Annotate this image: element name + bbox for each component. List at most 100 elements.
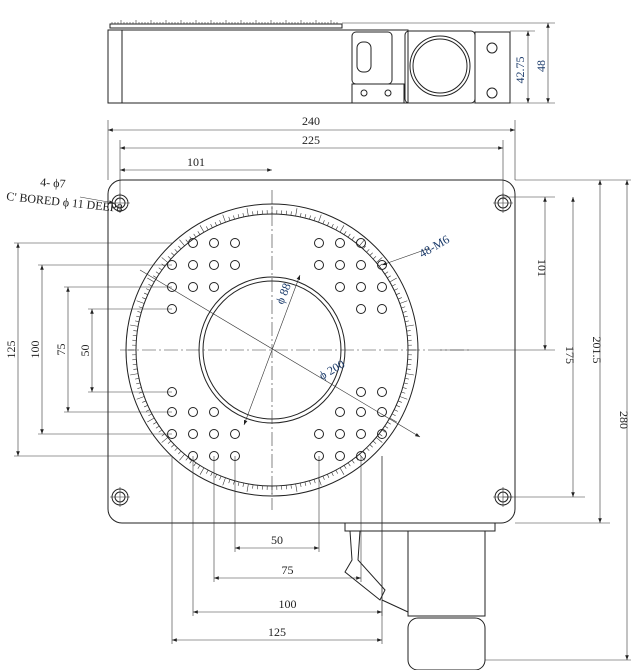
dial-tick xyxy=(351,236,355,241)
dial-tick xyxy=(335,469,338,474)
dim-101-x: 101 xyxy=(187,155,205,169)
dial-tick xyxy=(136,300,145,304)
dial-tick xyxy=(404,320,410,323)
dial-tick xyxy=(134,377,140,380)
dial-tick xyxy=(134,320,140,323)
tapped-holes-label: 48-M6 xyxy=(417,232,452,260)
dial-tick xyxy=(299,212,302,218)
m6-hole xyxy=(335,260,345,270)
m6-hole xyxy=(314,260,324,270)
dial-tick xyxy=(136,382,141,385)
dial-tick xyxy=(290,484,292,489)
dial-tick xyxy=(197,231,201,235)
dial-tick xyxy=(318,214,322,223)
dial-tick xyxy=(389,277,397,283)
dial-tick xyxy=(362,245,366,250)
dial-tick xyxy=(389,417,397,423)
dial-tick xyxy=(384,425,389,429)
dial-tick xyxy=(228,479,231,484)
dial-tick xyxy=(372,440,377,444)
motor xyxy=(344,522,496,670)
left-dim-label: 50 xyxy=(78,345,92,357)
dial-tick xyxy=(402,311,407,313)
dial-tick xyxy=(331,472,334,476)
dial-tick xyxy=(405,373,414,376)
dial-tick xyxy=(375,257,383,263)
m6-hole xyxy=(188,407,198,417)
dial-tick xyxy=(155,271,160,275)
dial-tick xyxy=(206,469,209,474)
m6-hole xyxy=(377,260,387,270)
bottom-dim-label: 50 xyxy=(271,533,283,547)
m6-hole xyxy=(356,238,366,248)
dim-280: 280 xyxy=(617,411,631,429)
m6-hole xyxy=(209,238,219,248)
m6-hole xyxy=(335,407,345,417)
dial-tick xyxy=(242,212,245,218)
dial-tick xyxy=(171,444,175,448)
left-dim-label: 125 xyxy=(4,341,18,359)
dial-tick xyxy=(339,225,345,233)
dial-tick xyxy=(233,215,235,220)
dial-tick xyxy=(178,245,182,250)
dial-tick xyxy=(193,233,197,238)
m6-hole xyxy=(377,429,387,439)
dial-tick xyxy=(397,400,402,403)
dial-tick xyxy=(167,256,172,260)
dial-tick xyxy=(378,263,383,267)
dial-tick xyxy=(381,429,386,433)
dial-tick xyxy=(219,475,222,480)
dial-tick xyxy=(147,417,155,423)
dial-tick xyxy=(378,433,383,437)
dial-tick xyxy=(313,216,316,221)
dial-tick xyxy=(136,396,145,400)
dial-tick xyxy=(396,292,401,295)
dial-tick xyxy=(146,288,150,291)
dial-tick xyxy=(343,465,347,469)
dial-tick xyxy=(347,462,351,467)
m6-hole xyxy=(230,238,240,248)
dial-tick xyxy=(387,421,391,425)
dial-tick xyxy=(174,249,178,253)
dial-tick xyxy=(406,368,411,370)
dial-tick xyxy=(401,391,406,394)
dial-tick xyxy=(304,481,307,486)
dial-tick xyxy=(399,396,408,400)
dial-tick xyxy=(219,220,222,225)
dial-tick xyxy=(228,216,231,221)
m6-hole xyxy=(335,282,345,292)
dial-tick xyxy=(327,221,330,226)
m6-hole xyxy=(209,407,219,417)
m6-hole xyxy=(356,407,366,417)
dim-101-y: 101 xyxy=(535,259,549,277)
dial-tick xyxy=(193,462,197,467)
dial-tick xyxy=(148,284,153,287)
dial-diameter-dim: ϕ 200 xyxy=(317,357,348,383)
m6-hole xyxy=(335,451,345,461)
dial-tick xyxy=(331,224,334,228)
dial-tick xyxy=(313,479,316,484)
dial-tick xyxy=(138,306,143,309)
dial-tick xyxy=(158,267,163,271)
dial-tick xyxy=(161,257,169,263)
m6-hole xyxy=(230,260,240,270)
left-dim-label: 100 xyxy=(28,341,42,359)
m6-hole xyxy=(377,407,387,417)
side-view: 42.75 48 xyxy=(107,20,555,104)
dial-tick xyxy=(185,456,189,461)
dial-tick xyxy=(347,233,351,238)
dial-tick xyxy=(402,387,407,389)
dial-tick xyxy=(322,475,325,480)
dial-tick xyxy=(142,297,147,300)
m6-hole xyxy=(188,260,198,270)
bottom-dim-label: 75 xyxy=(282,563,294,577)
dial-tick xyxy=(222,477,226,486)
dial-tick xyxy=(295,208,298,217)
dial-tick xyxy=(404,377,410,380)
dial-tick xyxy=(242,482,245,488)
dial-tick xyxy=(222,214,226,223)
dial-tick xyxy=(246,483,249,492)
